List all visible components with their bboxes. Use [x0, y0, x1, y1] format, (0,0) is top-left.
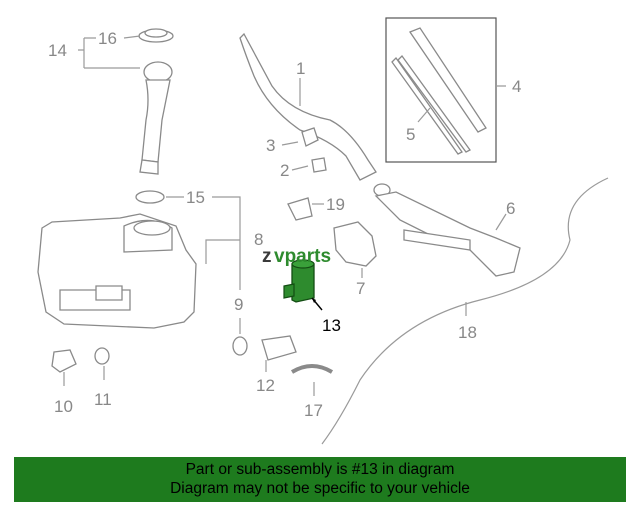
wiper-arm-part[interactable]	[239, 32, 377, 181]
callout-11: 11	[94, 390, 112, 409]
callout-8: 8	[254, 230, 263, 249]
level-sensor-10-part[interactable]	[51, 349, 77, 373]
callout-9: 9	[234, 295, 243, 314]
grommet-11-part[interactable]	[94, 347, 110, 365]
banner-line-2: Diagram may not be specific to your vehi…	[170, 480, 470, 497]
callout-6: 6	[506, 199, 515, 218]
watermark-z: z	[262, 246, 272, 267]
wiper-linkage-part[interactable]	[373, 183, 521, 277]
callout-3: 3	[266, 136, 275, 155]
callout-14: 14	[48, 41, 67, 60]
filler-neck-part[interactable]	[138, 28, 174, 175]
washer-pump-highlighted-part[interactable]	[283, 259, 315, 303]
callout-2: 2	[280, 161, 289, 180]
banner-line-1: Part or sub-assembly is #13 in diagram	[185, 461, 455, 478]
pump-12-part[interactable]	[261, 335, 297, 361]
callout-14-leader	[78, 37, 140, 69]
callout-5: 5	[406, 125, 415, 144]
callout-19: 19	[326, 195, 345, 214]
callout-17: 17	[304, 401, 323, 420]
callout-13-highlighted: 13	[322, 316, 341, 335]
callout-12: 12	[256, 376, 275, 395]
wiper-motor-part[interactable]	[333, 221, 377, 267]
watermark-brand: vparts	[274, 246, 331, 267]
parts-diagram: z vparts 1 2 3 4 5 6 7 8 9 10 11 12 13 1…	[37, 17, 609, 445]
callout-4: 4	[512, 77, 521, 96]
grommet-15-part[interactable]	[135, 190, 165, 204]
callout-1: 1	[296, 59, 305, 78]
hose-17-part[interactable]	[290, 364, 334, 374]
callout-16: 16	[98, 29, 117, 48]
callout-7: 7	[356, 279, 365, 298]
callout-10: 10	[54, 397, 73, 416]
washer-reservoir-part[interactable]	[37, 213, 197, 329]
grommet-9-part[interactable]	[232, 336, 248, 356]
blade-inset-box	[385, 17, 497, 163]
callout-18: 18	[458, 323, 477, 342]
nut-2-part[interactable]	[311, 157, 327, 173]
cap-3-part[interactable]	[301, 127, 319, 147]
notice-banner: Part or sub-assembly is #13 in diagram D…	[14, 457, 626, 502]
clip-19-part[interactable]	[287, 197, 313, 221]
callout-15: 15	[186, 188, 205, 207]
hose-18-part[interactable]	[321, 177, 609, 445]
wiper-blade-part[interactable]	[391, 27, 487, 155]
